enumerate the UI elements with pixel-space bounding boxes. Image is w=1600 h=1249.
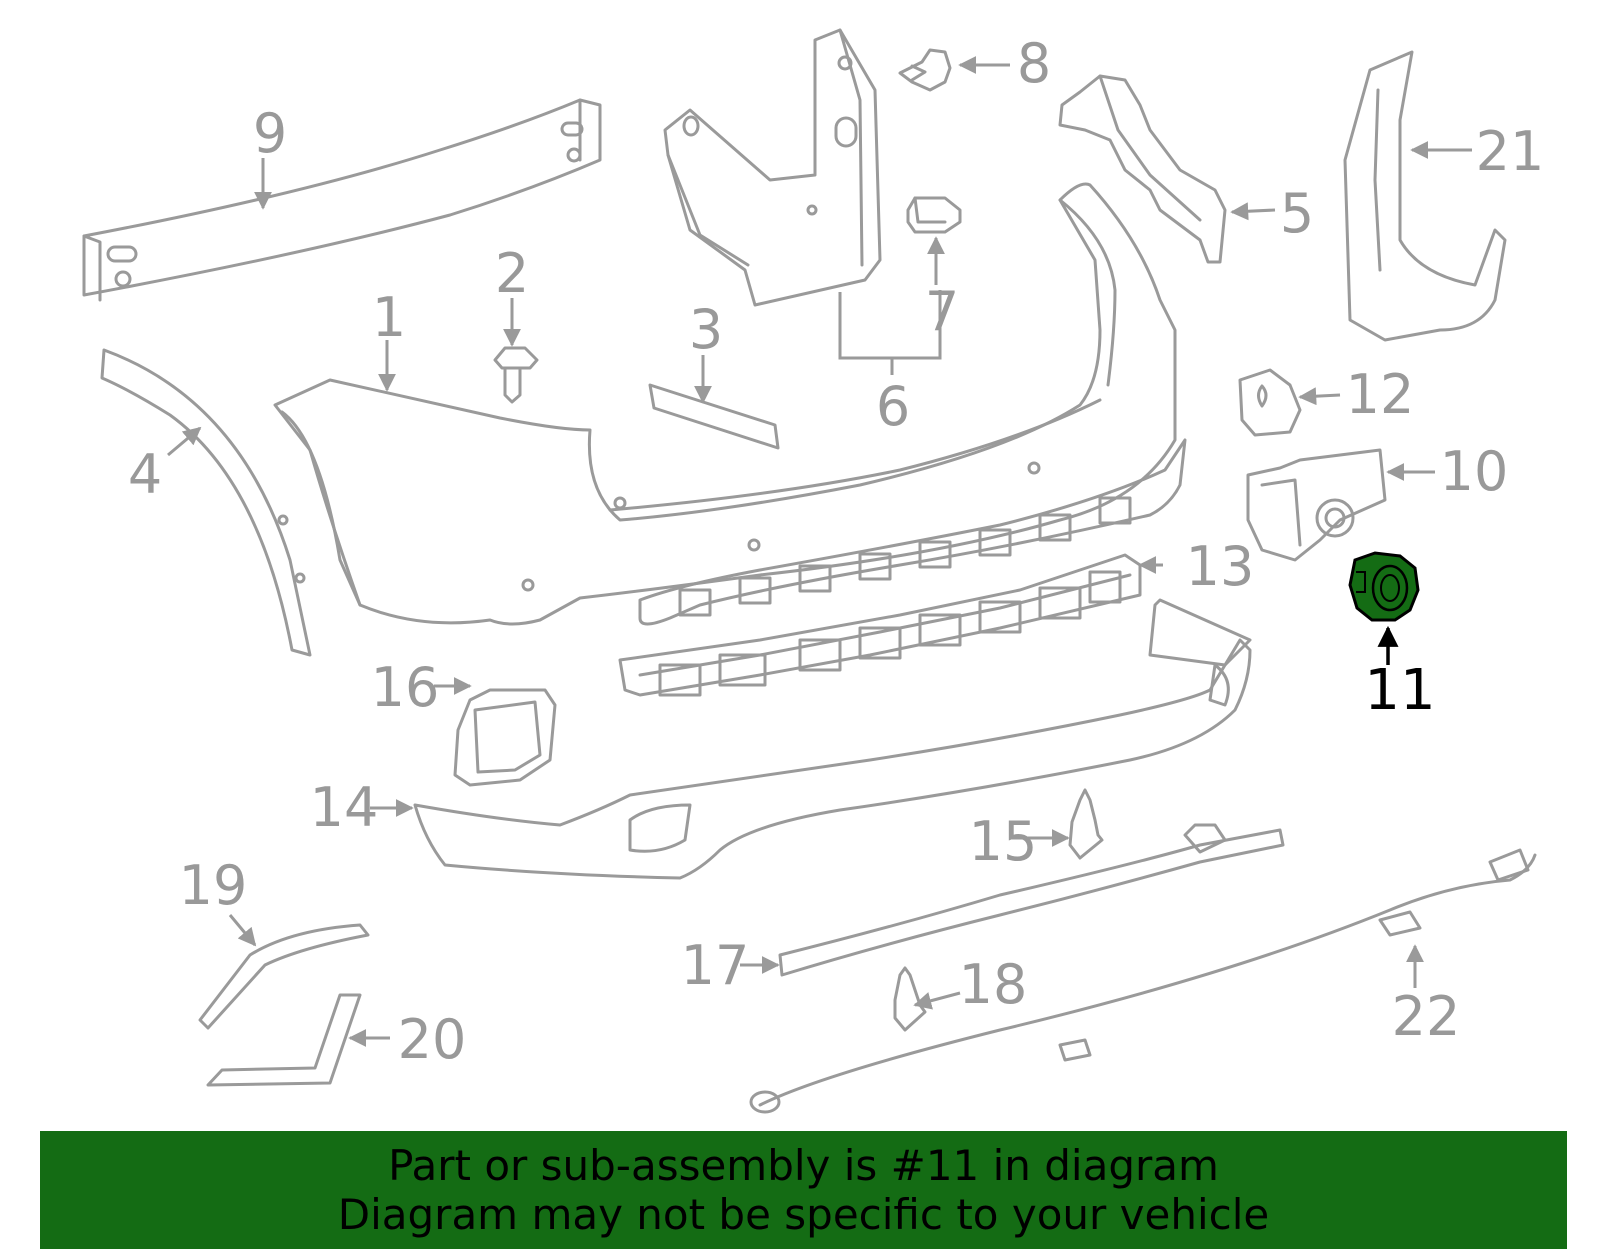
part-17-molding [778, 823, 1285, 977]
callout-17[interactable]: 17 [681, 934, 750, 997]
part-10-sensor-bracket [1246, 448, 1387, 562]
callout-9[interactable]: 9 [253, 102, 287, 165]
callout-7[interactable]: 7 [925, 280, 959, 343]
part-14-lower-valance [413, 598, 1252, 880]
callout-10[interactable]: 10 [1440, 440, 1509, 503]
callout-18[interactable]: 18 [959, 953, 1028, 1016]
part-15-push-clip [1068, 788, 1104, 860]
part-7-nut [906, 196, 962, 234]
callout-4[interactable]: 4 [128, 443, 162, 506]
part-2-push-clip [493, 346, 539, 404]
callout-6[interactable]: 6 [876, 375, 910, 438]
part-6-side-bracket [663, 28, 882, 307]
part-1-bumper-cover [273, 182, 1177, 626]
callout-13[interactable]: 13 [1186, 535, 1255, 598]
callout-2[interactable]: 2 [495, 242, 529, 305]
callout-22[interactable]: 22 [1392, 985, 1461, 1048]
callout-14[interactable]: 14 [310, 776, 379, 839]
callout-3[interactable]: 3 [689, 298, 723, 361]
part-19-molding [198, 923, 370, 1030]
banner-line-disclaimer: Diagram may not be specific to your vehi… [337, 1190, 1270, 1239]
part-16-bracket [453, 688, 557, 787]
part-3-tape [648, 383, 780, 450]
part-13-absorber [618, 438, 1187, 697]
part-5-bracket [1058, 74, 1227, 264]
callout-12[interactable]: 12 [1346, 363, 1415, 426]
part-12-sensor-retainer [1238, 368, 1302, 437]
callout-16[interactable]: 16 [371, 656, 440, 719]
callout-21[interactable]: 21 [1476, 120, 1545, 183]
callout-numbers: 9 2 1 3 4 8 7 6 5 21 12 10 13 16 14 15 1… [128, 32, 1545, 1071]
banner-line-part: Part or sub-assembly is #11 in diagram [388, 1141, 1219, 1190]
absorber-ribs [658, 496, 1132, 697]
leader-lines [167, 56, 1472, 1047]
part-22-wire-harness [749, 848, 1537, 1114]
callout-11[interactable]: 11 [1364, 658, 1435, 723]
callout-15[interactable]: 15 [969, 810, 1038, 873]
callout-20[interactable]: 20 [398, 1008, 467, 1071]
part-11-parking-sensor[interactable] [1348, 551, 1420, 622]
callout-19[interactable]: 19 [179, 854, 248, 917]
callout-1[interactable]: 1 [372, 286, 406, 349]
callout-5[interactable]: 5 [1280, 182, 1314, 245]
part-8-clip [898, 48, 952, 92]
part-9-reinforcement-beam [82, 98, 602, 302]
info-banner: Part or sub-assembly is #11 in diagram D… [40, 1131, 1567, 1249]
part-18-push-clip [893, 966, 927, 1032]
part-21-mud-flap [1343, 50, 1507, 342]
part-4-arch-molding [100, 348, 312, 657]
part-20-molding [206, 993, 362, 1087]
callout-8[interactable]: 8 [1017, 32, 1051, 95]
